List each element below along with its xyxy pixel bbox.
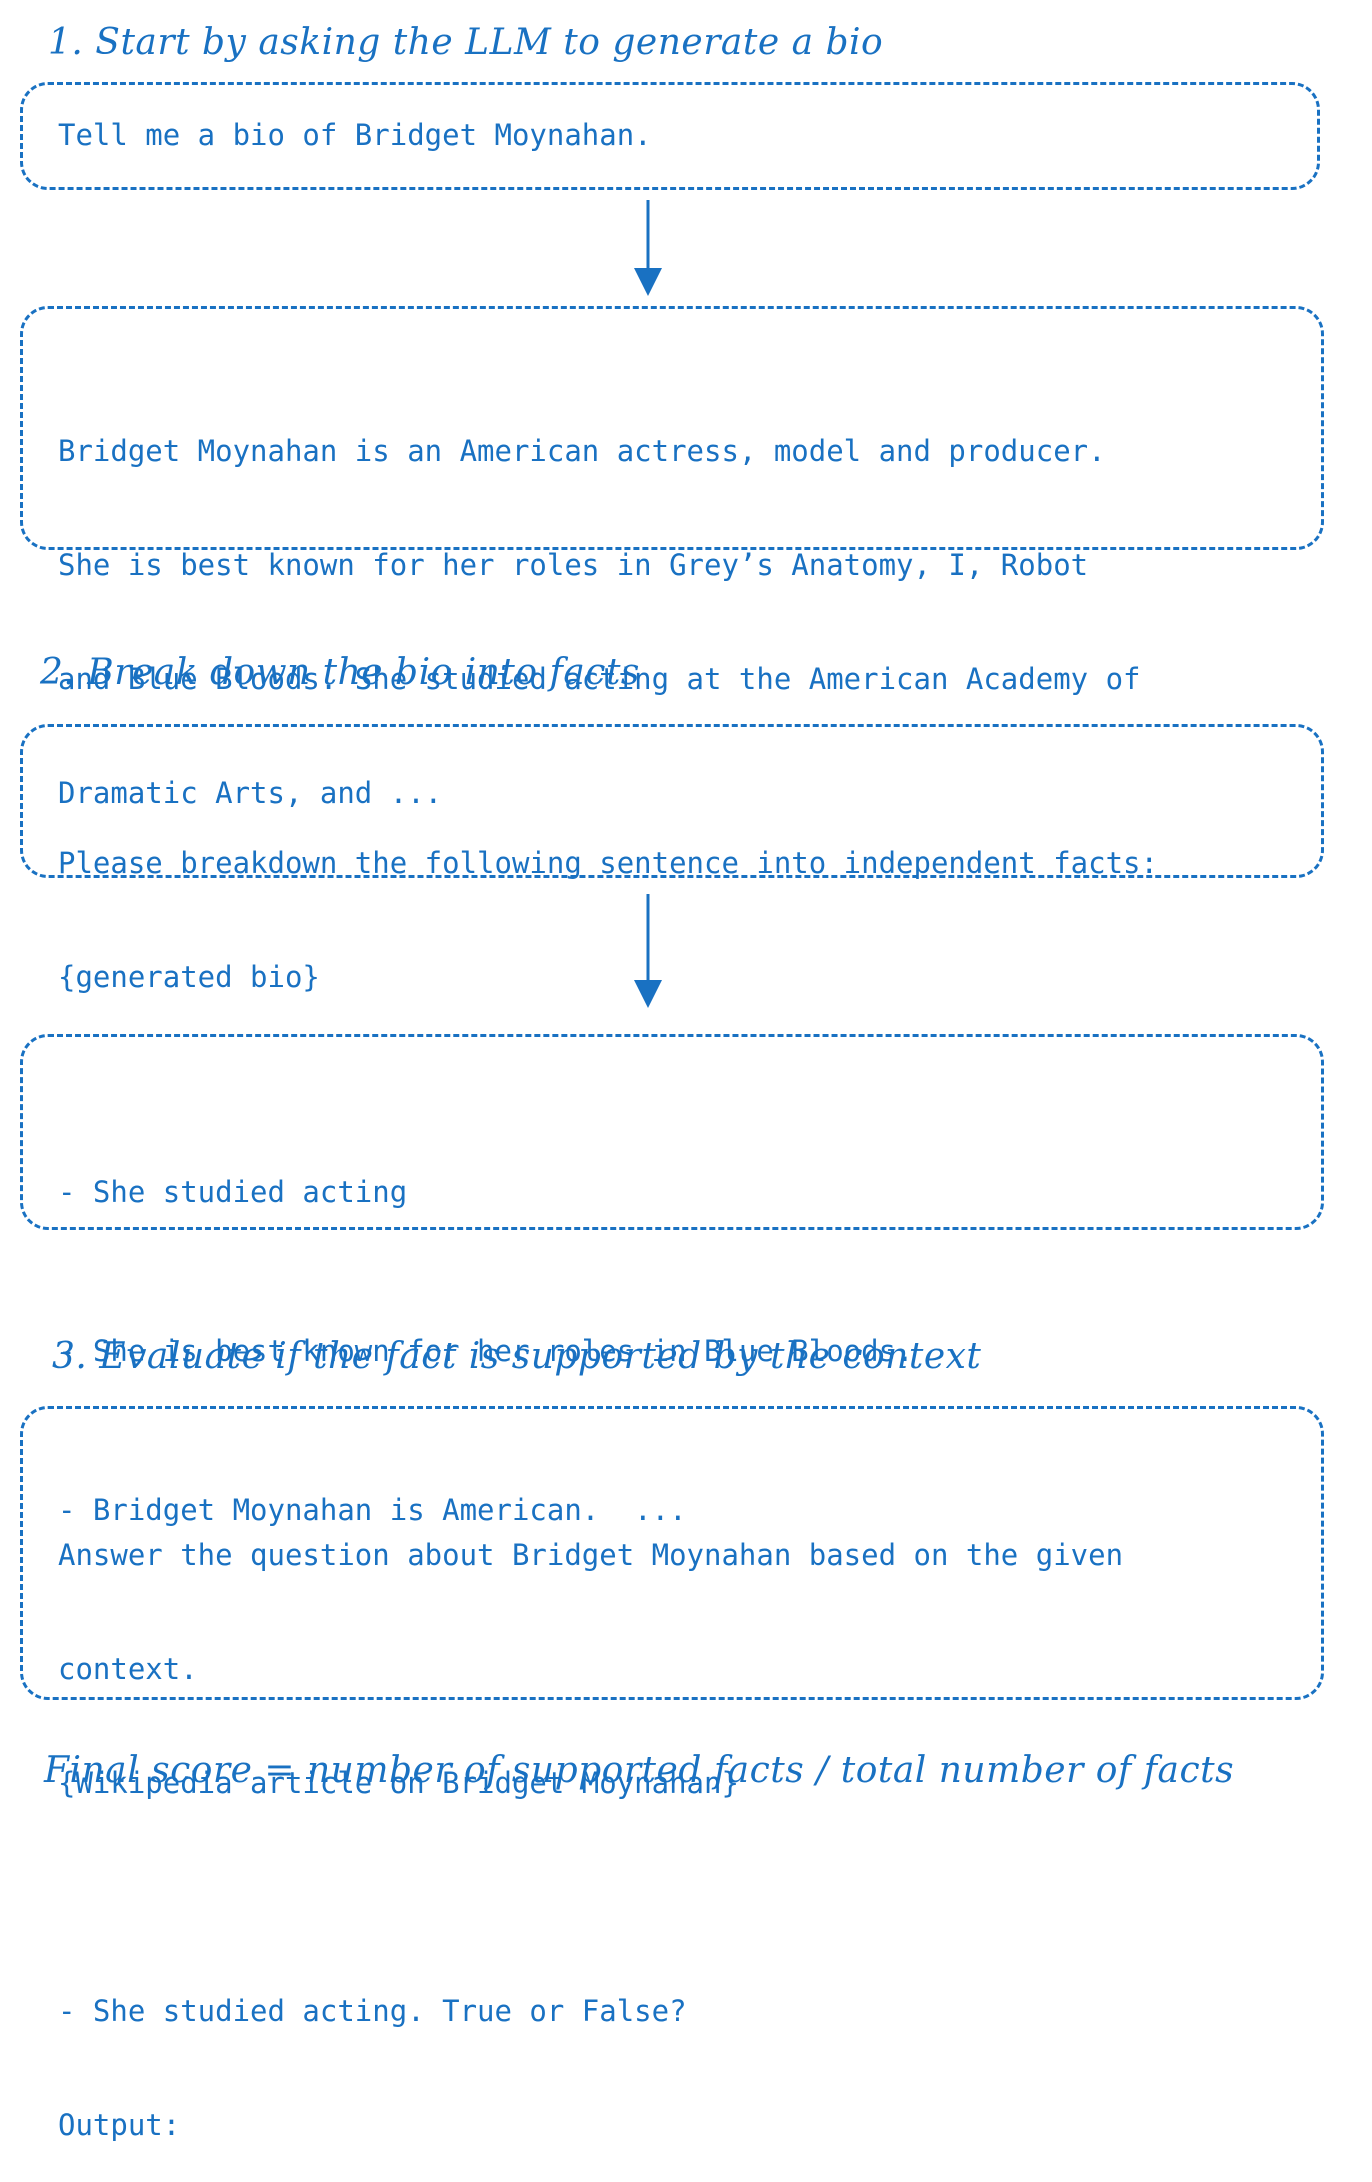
step1-heading: 1. Start by asking the LLM to generate a… xyxy=(48,22,884,63)
facts-list: - She studied acting - She is best known… xyxy=(58,1060,914,1590)
list-item: - Bridget Moynahan is American. ... xyxy=(58,1493,687,1527)
breakdown-prompt-text: Please breakdown the following sentence … xyxy=(58,768,1158,1034)
bio-line: She is best known for her roles in Grey’… xyxy=(58,548,1089,582)
evaluation-prompt-line: Answer the question about Bridget Moynah… xyxy=(58,1538,1124,1572)
step2-heading: 2. Break down the bio into facts xyxy=(40,652,640,693)
bio-prompt-box xyxy=(20,82,1320,190)
evaluation-prompt-line: {Wikipedia article on Bridget Moynahan} xyxy=(58,1766,739,1800)
evaluation-prompt-line xyxy=(58,1878,1123,1916)
bio-prompt-text: Tell me a bio of Bridget Moynahan. xyxy=(58,118,652,152)
evaluation-prompt-text: Answer the question about Bridget Moynah… xyxy=(58,1460,1123,2182)
generated-bio-box xyxy=(20,306,1324,550)
list-item: - She is best known for her roles in Blu… xyxy=(58,1334,914,1368)
list-item: - She studied acting xyxy=(58,1175,408,1209)
evaluation-prompt-line: context. xyxy=(58,1652,198,1686)
arrow-down-icon xyxy=(634,894,662,1008)
arrow-down-icon xyxy=(634,200,662,296)
evaluation-prompt-line: - She studied acting. True or False? xyxy=(58,1994,687,2028)
breakdown-prompt-line: Please breakdown the following sentence … xyxy=(58,846,1158,880)
evaluation-prompt-box xyxy=(20,1406,1324,1700)
bio-line: Dramatic Arts, and ... xyxy=(58,776,443,810)
step3-heading: 3. Evaluate if the fact is supported by … xyxy=(52,1336,982,1377)
breakdown-prompt-box xyxy=(20,724,1324,878)
evaluation-prompt-line: Output: xyxy=(58,2108,181,2142)
facts-box xyxy=(20,1034,1324,1230)
bio-line: and Blue Bloods. She studied acting at t… xyxy=(58,662,1141,696)
generated-bio-text: Bridget Moynahan is an American actress,… xyxy=(58,356,1141,850)
breakdown-prompt-line: {generated bio} xyxy=(58,960,320,994)
final-score-formula: Final score = number of supported facts … xyxy=(44,1750,1235,1791)
bio-line: Bridget Moynahan is an American actress,… xyxy=(58,434,1106,468)
